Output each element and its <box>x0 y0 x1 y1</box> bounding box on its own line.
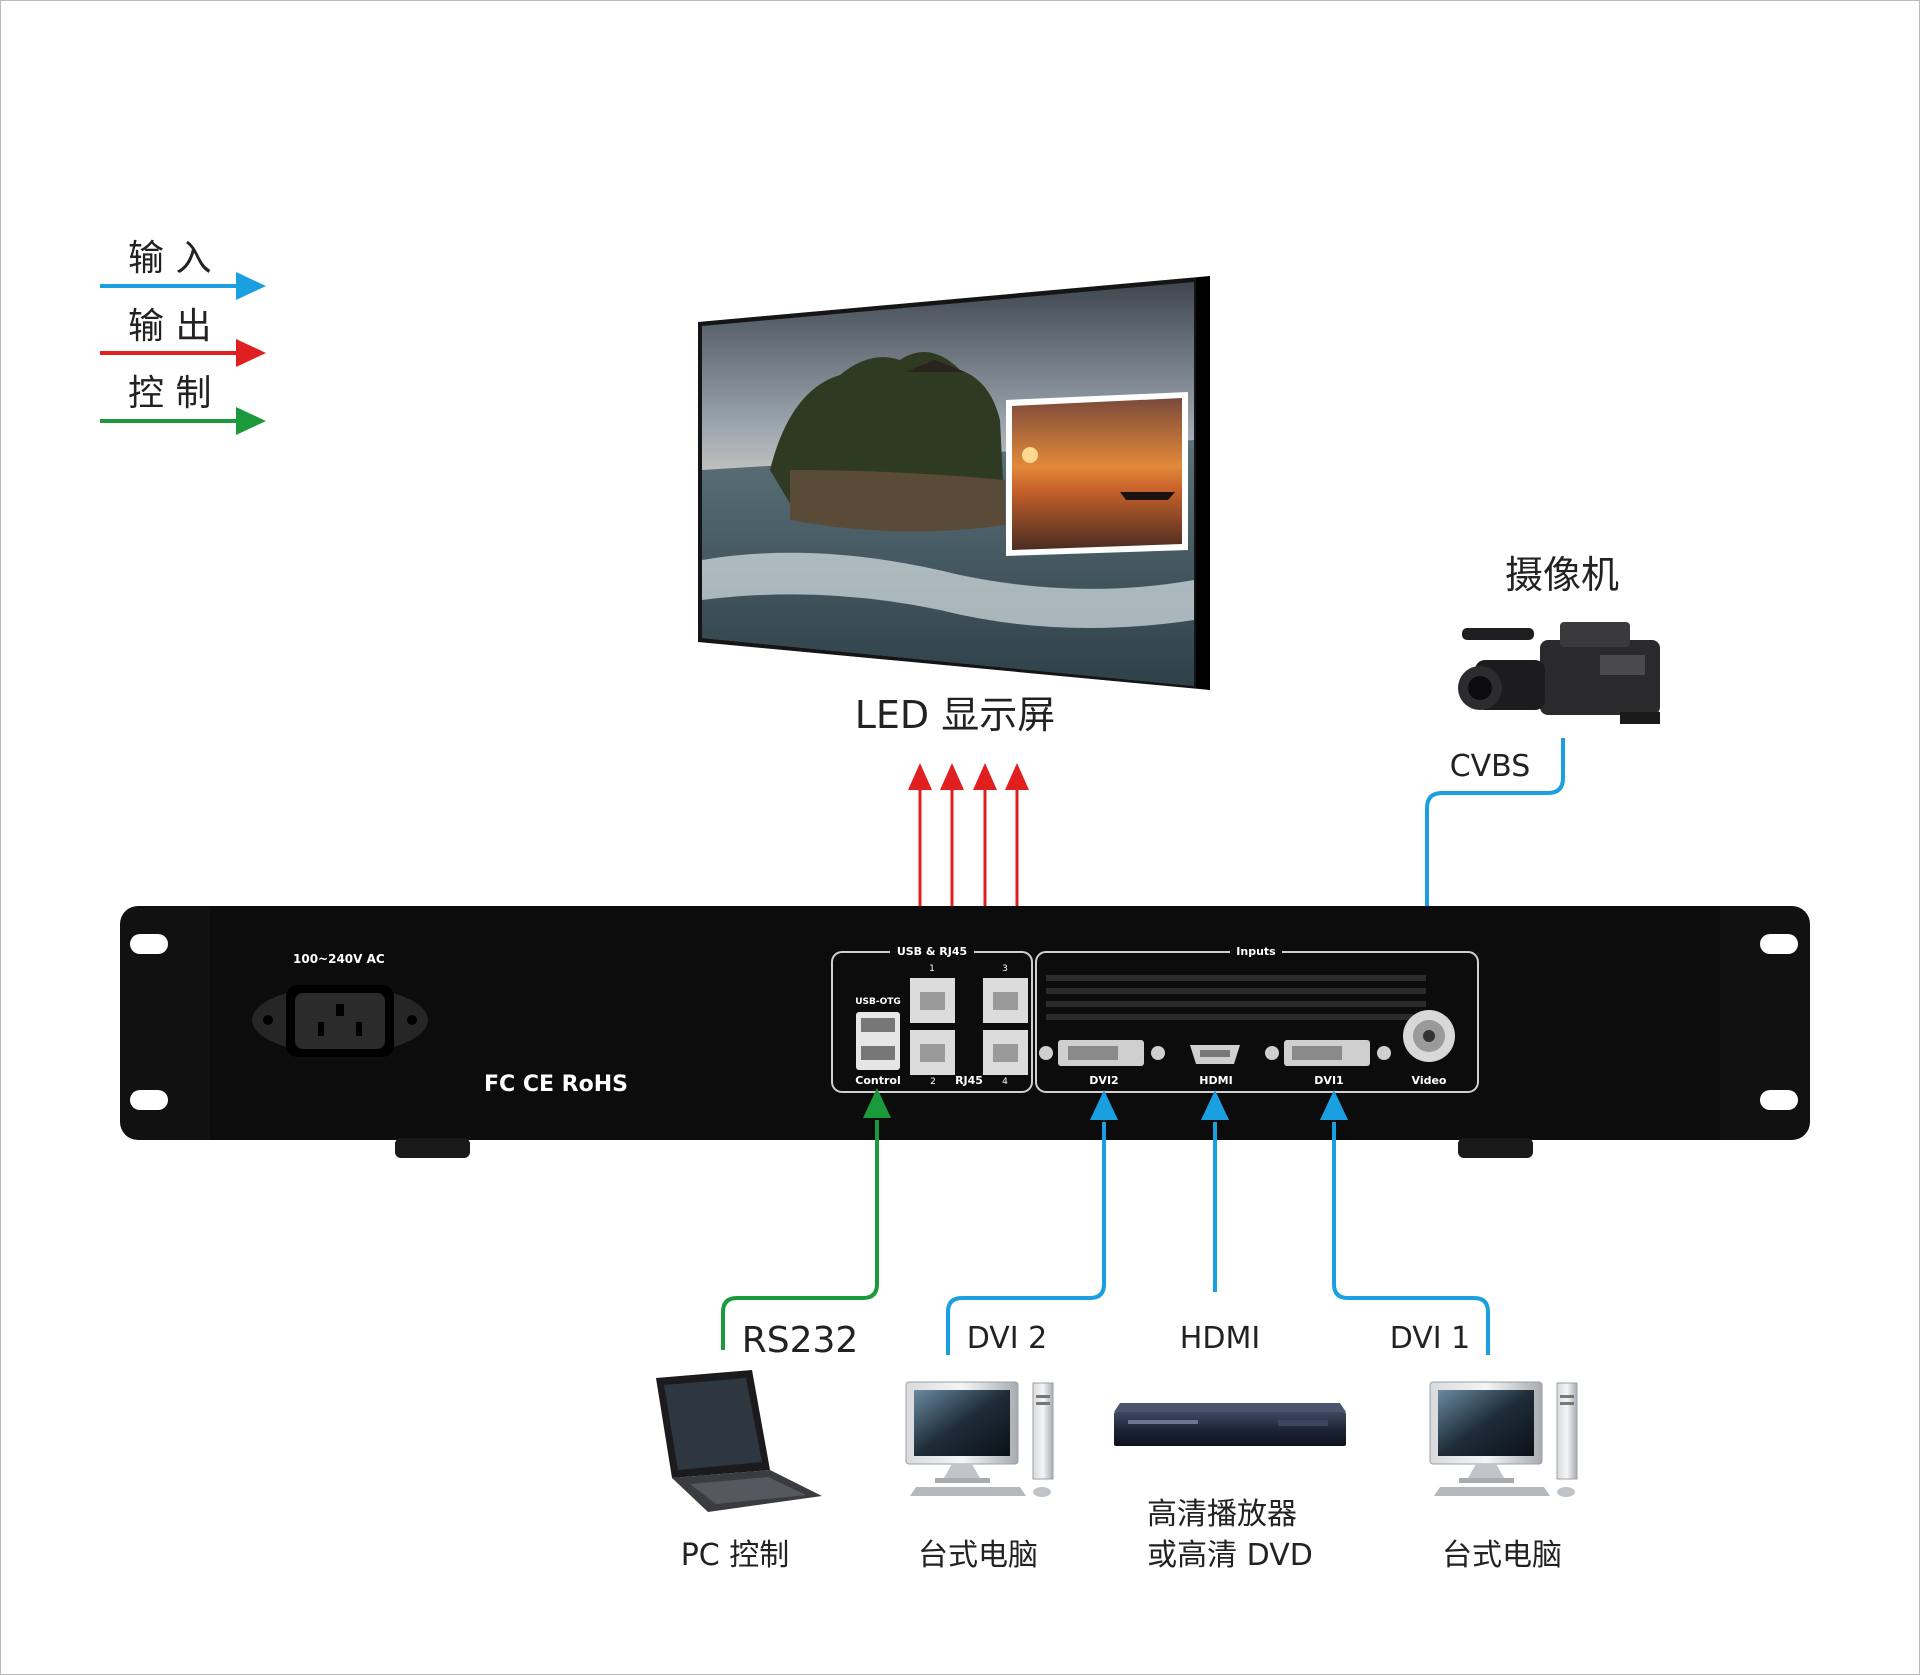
hdmi-signal-label: HDMI <box>1180 1321 1260 1356</box>
output-arrow-1-head-icon <box>908 763 932 790</box>
legend-input-label: 输 入 <box>128 238 211 279</box>
rack-hole-br <box>1760 1090 1798 1110</box>
legend-control-label: 控 制 <box>128 373 211 414</box>
legend-output-arrow-icon <box>236 339 266 367</box>
source-desktop-dvi1: DVI 1 台式电脑 <box>1390 1321 1578 1573</box>
screen-pagoda <box>905 360 965 372</box>
pip-sunset-image <box>1012 398 1182 550</box>
hdmi-input-arrow-icon <box>1201 1090 1229 1120</box>
legend-output-label: 输 出 <box>128 306 211 347</box>
certification-marks: FC CE RoHS <box>484 1072 628 1097</box>
led-display: LED 显示屏 <box>698 276 1210 737</box>
dvi2-signal-label: DVI 2 <box>967 1321 1048 1356</box>
camera-signal-label: CVBS <box>1450 749 1531 784</box>
camera: 摄像机 CVBS <box>1450 553 1660 784</box>
power-label: 100~240V AC <box>293 952 385 966</box>
source-desktop-dvi2: DVI 2 台式电脑 <box>905 1321 1054 1573</box>
dvi1-input-arrow-icon <box>1320 1090 1348 1120</box>
vent-grille <box>1046 975 1426 1020</box>
camera-label: 摄像机 <box>1505 553 1619 597</box>
legend-control-arrow-icon <box>236 407 266 435</box>
led-display-label: LED 显示屏 <box>855 693 1056 737</box>
rack-hole-tl <box>130 934 168 954</box>
processor-chassis: 100~240V AC FC CE RoHS USB & RJ45 USB-OT… <box>120 906 1810 1158</box>
screen-wave <box>702 552 1194 628</box>
screen-rock <box>790 470 1005 532</box>
dvi2-screw-right <box>1151 1046 1165 1060</box>
laptop-icon <box>656 1370 822 1512</box>
dvi2-input-arrow-icon <box>1090 1090 1118 1120</box>
dvi2-connection <box>946 1090 1118 1355</box>
source-pc-control: RS232 PC 控制 <box>656 1320 858 1573</box>
rj45-number-1: 1 <box>929 964 935 974</box>
video-port-label: Video <box>1412 1074 1447 1087</box>
output-arrow-2-head-icon <box>940 763 964 790</box>
camcorder-icon <box>1458 622 1660 724</box>
hdmi-connection <box>1201 1090 1229 1292</box>
usb-rj45-group-label: USB & RJ45 <box>897 945 967 958</box>
hdmi-port-label: HDMI <box>1199 1074 1232 1087</box>
led-display-side <box>1196 276 1210 690</box>
source-hd-player: HDMI 高清播放器 或高清 DVD <box>1114 1321 1346 1573</box>
pip-sun <box>1022 447 1038 463</box>
desktop-dvi2-label: 台式电脑 <box>918 1538 1038 1573</box>
control-port-label: Control <box>855 1074 900 1087</box>
rs232-signal-label: RS232 <box>742 1320 859 1361</box>
output-arrow-3-head-icon <box>973 763 997 790</box>
rack-hole-tr <box>1760 934 1798 954</box>
rj45-number-2: 2 <box>930 1077 936 1087</box>
dvi1-screw-right <box>1377 1046 1391 1060</box>
control-arrow-icon <box>863 1088 891 1118</box>
dvi1-signal-label: DVI 1 <box>1390 1321 1471 1356</box>
dvi2-port-label: DVI2 <box>1089 1074 1118 1087</box>
pc-control-label: PC 控制 <box>681 1538 790 1573</box>
dvi1-connection <box>1320 1090 1490 1355</box>
dvd-player-icon <box>1114 1403 1346 1446</box>
usb-otg-label: USB-OTG <box>855 997 901 1007</box>
power-socket-icon <box>252 985 428 1057</box>
dvi2-screw-left <box>1039 1046 1053 1060</box>
legend-item-input: 输 入 <box>100 238 266 300</box>
dvi1-screw-left <box>1265 1046 1279 1060</box>
rj45-number-4: 4 <box>1002 1077 1008 1087</box>
desktop-computer-icon <box>1429 1381 1578 1497</box>
output-arrow-4-head-icon <box>1005 763 1029 790</box>
rj45-number-3: 3 <box>1002 964 1008 974</box>
hd-player-label-line2: 或高清 DVD <box>1147 1538 1313 1573</box>
chassis-front <box>210 906 1720 1140</box>
chassis-foot-left <box>395 1138 470 1158</box>
dvi1-port-label: DVI1 <box>1314 1074 1343 1087</box>
pip-boat <box>1120 492 1175 500</box>
hd-player-label-line1: 高清播放器 <box>1147 1497 1297 1532</box>
desktop-computer-icon <box>905 1381 1054 1497</box>
rs232-connection <box>721 1088 891 1350</box>
legend-item-output: 输 出 <box>100 306 266 367</box>
legend-item-control: 控 制 <box>100 373 266 435</box>
rack-hole-bl <box>130 1090 168 1110</box>
legend-input-arrow-icon <box>236 272 266 300</box>
desktop-dvi1-label: 台式电脑 <box>1442 1538 1562 1573</box>
chassis-foot-right <box>1458 1138 1533 1158</box>
inputs-panel: Inputs DVI2 HDMI DVI1 Video <box>1035 944 1479 1093</box>
rj45-label: RJ45 <box>955 1074 983 1087</box>
inputs-group-label: Inputs <box>1236 945 1276 958</box>
usb-rj45-panel: USB & RJ45 USB-OTG Control 1 3 2 RJ45 4 <box>831 944 1033 1093</box>
legend: 输 入 输 出 控 制 <box>100 238 266 435</box>
